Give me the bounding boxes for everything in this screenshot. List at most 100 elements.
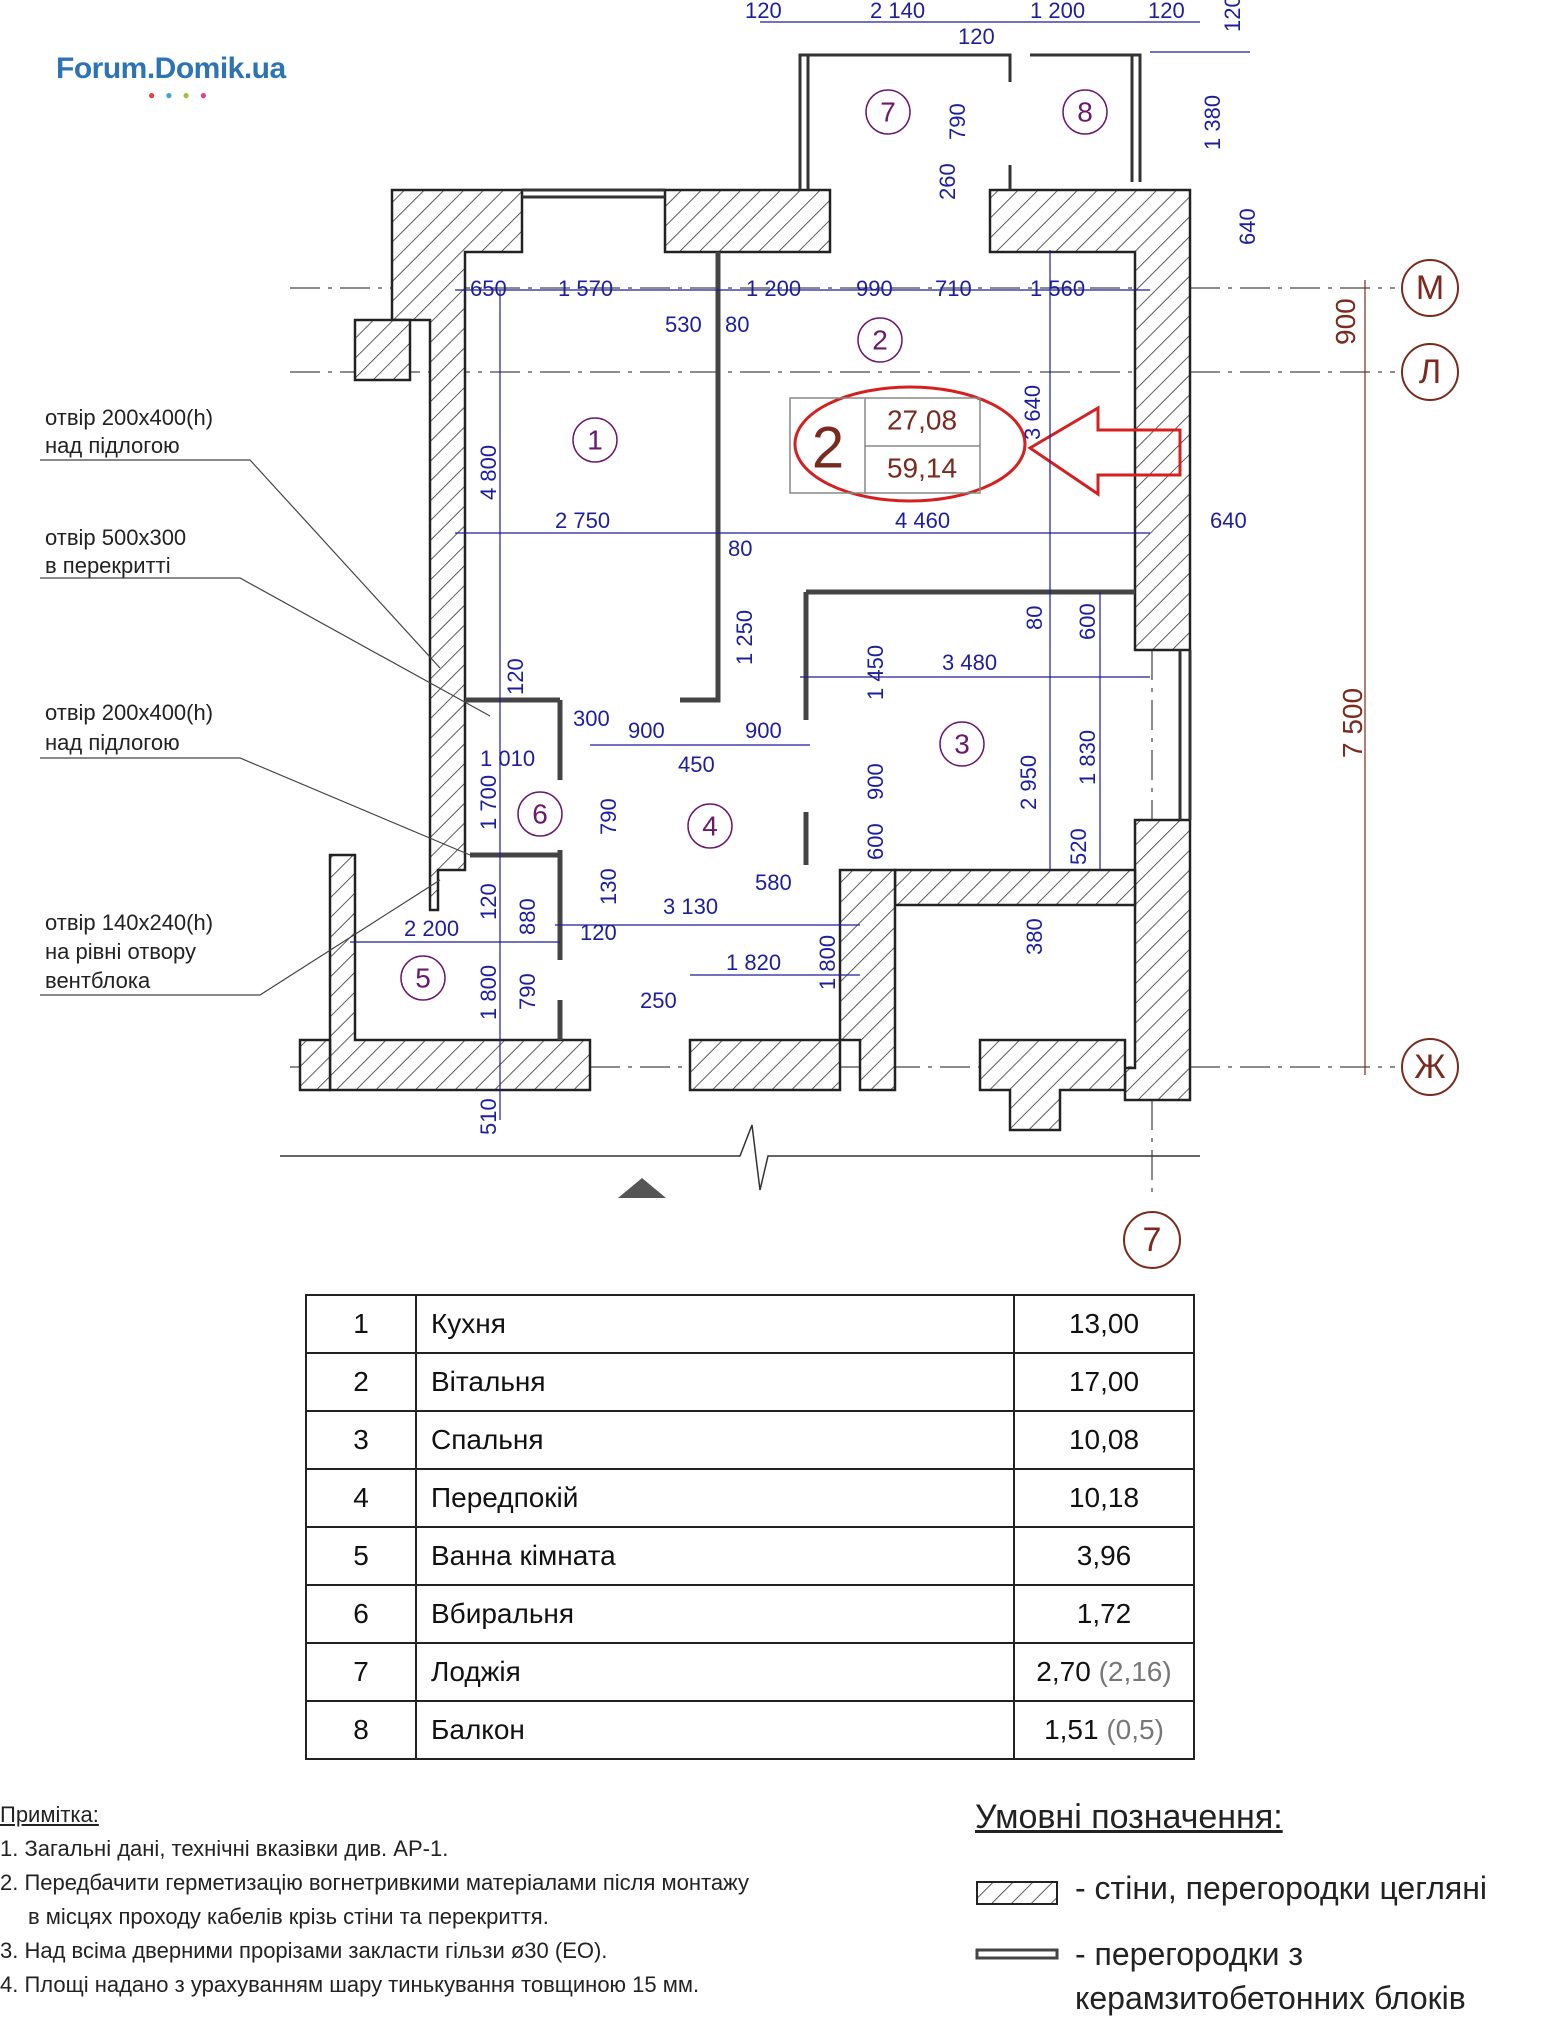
- break-line: [280, 1124, 1200, 1191]
- room-marker-2: 2: [872, 325, 888, 356]
- note-item: 2. Передбачити герметизацію вогнетривким…: [0, 1870, 750, 1895]
- total-area: 59,14: [887, 453, 957, 484]
- dim-mid-7: 3 480: [942, 650, 997, 675]
- loggia-balcony: [522, 53, 1192, 820]
- dim-mid-29: 2 200: [404, 916, 459, 941]
- dim-mid-15: 1 010: [480, 746, 535, 771]
- note-item: 1. Загальні дані, технічні вказівки див.…: [0, 1836, 449, 1861]
- dim-mid-25: 880: [515, 898, 540, 935]
- dim-mid-11: 300: [573, 706, 610, 731]
- room-marker-7: 7: [880, 97, 896, 128]
- callout-2-line1: отвір 500х300: [45, 525, 186, 550]
- legend-block-2: керамзитобетонних блоків: [1075, 1980, 1466, 2016]
- apartment-badge: 2 27,08 59,14: [789, 385, 1182, 503]
- dim-mid-23: 580: [755, 870, 792, 895]
- section-marker: [618, 1178, 666, 1198]
- dim-mid-32: 1 820: [726, 950, 781, 975]
- site-logo[interactable]: Forum.Domik.ua: [56, 52, 286, 85]
- legend: Умовні позначення: - стіни, перегородки …: [975, 1798, 1568, 2016]
- dim-right-3: 640: [1210, 508, 1247, 533]
- dim-mid-6: 1 450: [863, 645, 888, 700]
- dim-row1-1: 650: [470, 276, 507, 301]
- dim-top-3: 120: [958, 24, 995, 49]
- dim-top-4: 1 200: [1030, 0, 1085, 23]
- legend-brick: - стіни, перегородки цегляні: [1075, 1870, 1487, 1906]
- dim-mid-4: 80: [728, 536, 752, 561]
- dim-right-2: 3 640: [1020, 385, 1045, 440]
- apartment-number: 2: [812, 416, 844, 481]
- dim-row1-6: 1 560: [1030, 276, 1085, 301]
- dim-mid-30: 1 800: [476, 965, 501, 1020]
- room-marker-8: 8: [1077, 97, 1093, 128]
- dim-mid-9: 600: [1075, 603, 1100, 640]
- floor-plan: 2 27,08 59,14 1 2 3 4 5 6 7 8 М Л Ж 7: [40, 0, 1459, 1269]
- dim-mid-19: 1 830: [1075, 730, 1100, 785]
- legend-block-1: - перегородки з: [1075, 1936, 1304, 1972]
- dim-mid-17: 790: [596, 798, 621, 835]
- dim-row1b-2: 80: [725, 312, 749, 337]
- axis-bubbles: [1123, 259, 1459, 1269]
- callout-3-line2: над підлогою: [45, 730, 180, 755]
- dim-top-6: 120: [1220, 0, 1245, 32]
- dim-top-sub-2: 1 380: [1200, 95, 1225, 150]
- dim-mid-36: 510: [476, 1098, 501, 1135]
- dim-row1-4: 990: [856, 276, 893, 301]
- axis-7-label: 7: [1143, 1221, 1162, 1259]
- dim-mid-12: 900: [628, 718, 665, 743]
- room-marker-4: 4: [702, 811, 718, 842]
- note-item: в місцях проходу кабелів крізь стіни та …: [28, 1904, 549, 1929]
- dim-top-2: 2 140: [870, 0, 925, 23]
- dim-mid-34: 250: [640, 988, 677, 1013]
- room-marker-6: 6: [532, 799, 548, 830]
- dim-mid-35: 380: [1022, 918, 1047, 955]
- dim-top-5: 120: [1148, 0, 1185, 23]
- dim-row1-5: 710: [935, 276, 972, 301]
- room-markers: [400, 89, 1108, 1001]
- dim-mid-14: 450: [678, 752, 715, 777]
- callout-2-line2: в перекритті: [45, 553, 171, 578]
- dim-row1-2: 1 570: [558, 276, 613, 301]
- dim-mid-5: 1 250: [732, 610, 757, 665]
- room-marker-1: 1: [587, 425, 603, 456]
- callout-1-line1: отвір 200х400(h): [45, 405, 213, 430]
- badge-highlight-ellipse: [793, 385, 1027, 503]
- badge-arrow: [1027, 405, 1182, 497]
- dim-mid-8: 80: [1022, 606, 1047, 630]
- dim-mid-28: 120: [580, 920, 617, 945]
- dim-right-4: 7 500: [1337, 688, 1368, 758]
- dim-mid-3: 4 460: [895, 508, 950, 533]
- callout-4-line2: на рівні отвору: [45, 939, 196, 964]
- notes-title: Примітка:: [0, 1802, 99, 1827]
- block-partitions: [465, 252, 1135, 1040]
- room-marker-3: 3: [954, 729, 970, 760]
- axis-zh-label: Ж: [1414, 1048, 1445, 1086]
- logo-dots: ●●●●: [148, 88, 217, 102]
- callout-3-line1: отвір 200х400(h): [45, 700, 213, 725]
- dim-mid-27: 3 130: [663, 894, 718, 919]
- dim-mid-21: 600: [863, 823, 888, 860]
- dim-top-sub-4: 640: [1235, 208, 1260, 245]
- dim-top-sub-3: 260: [935, 163, 960, 200]
- axis-l-label: Л: [1419, 353, 1441, 391]
- dim-right-1: 900: [1330, 298, 1361, 345]
- notes: Примітка: 1. Загальні дані, технічні вка…: [0, 1798, 749, 2002]
- dim-row1-3: 1 200: [746, 276, 801, 301]
- callout-4-line1: отвір 140х240(h): [45, 910, 213, 935]
- legend-swatches: [975, 1881, 1059, 1960]
- note-item: 3. Над всіма дверними прорізами закласти…: [0, 1938, 608, 1963]
- dim-row1b-1: 530: [665, 312, 702, 337]
- dim-mid-20: 900: [863, 763, 888, 800]
- dim-mid-26: 120: [476, 883, 501, 920]
- dim-mid-31: 790: [515, 973, 540, 1010]
- legend-title: Умовні позначення:: [975, 1798, 1283, 1836]
- dimension-lines: [350, 21, 1250, 1120]
- callout-1-line2: над підлогою: [45, 433, 180, 458]
